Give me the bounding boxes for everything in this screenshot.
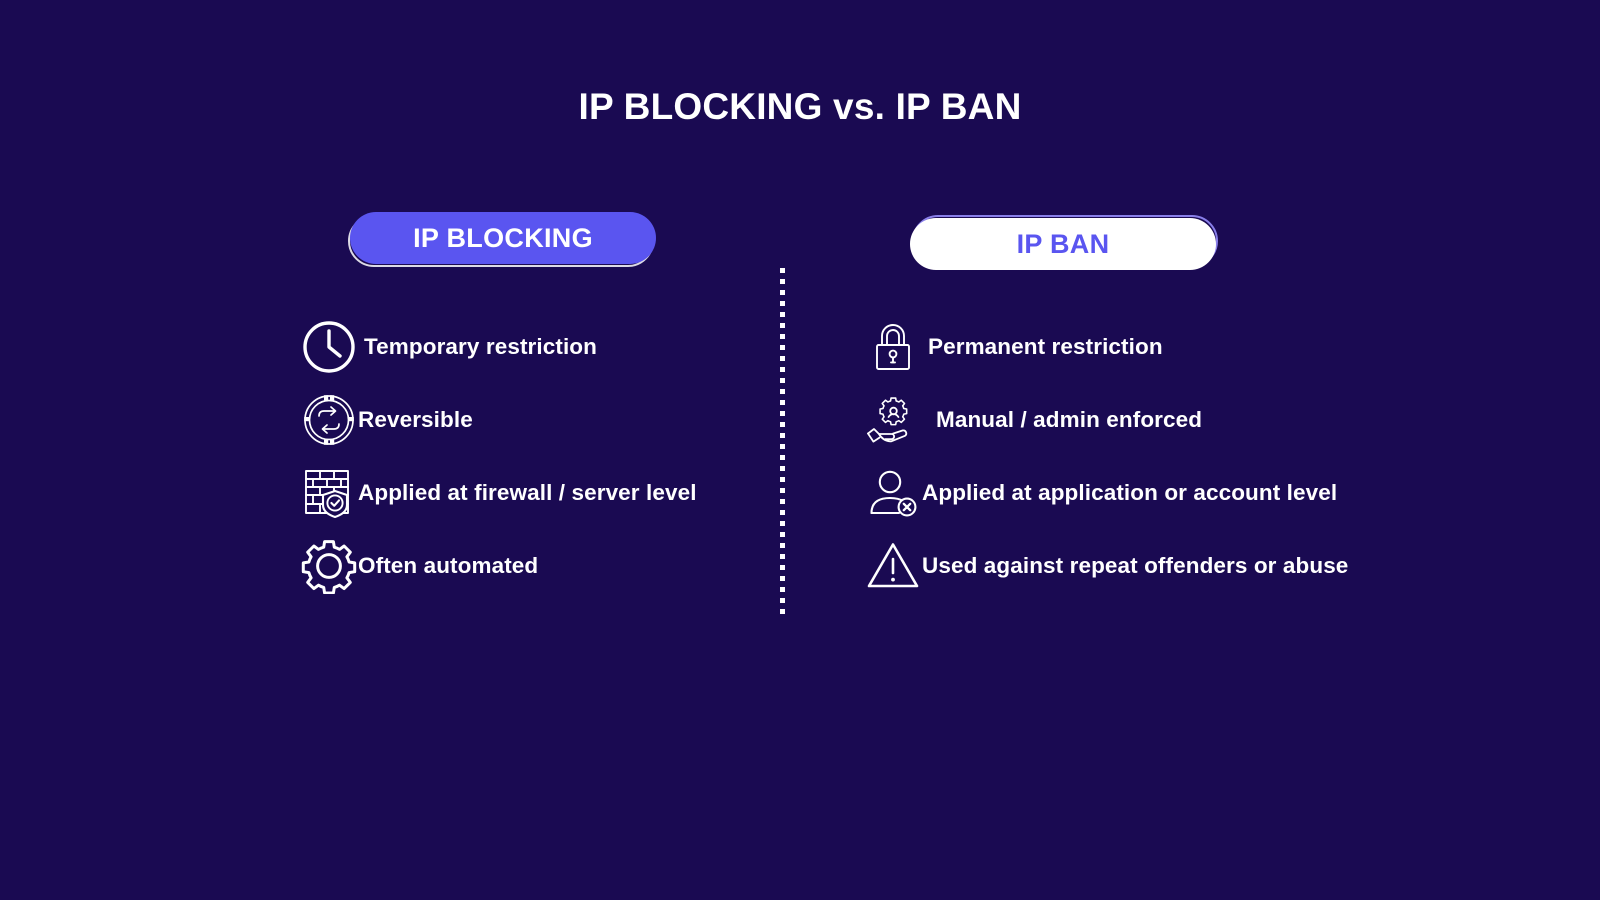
list-item-label: Used against repeat offenders or abuse [922, 552, 1349, 578]
clock-icon [300, 318, 358, 375]
ip-ban-pill-label: IP BAN [910, 218, 1216, 270]
reversible-arrows-icon [300, 391, 358, 448]
warning-triangle-icon [864, 537, 922, 594]
list-item-label: Applied at application or account level [922, 479, 1338, 505]
padlock-icon [864, 318, 922, 375]
list-item-label: Often automated [358, 552, 539, 578]
list-item: Often automated [300, 537, 770, 594]
list-item: Manual / admin enforced [864, 391, 1464, 448]
list-item: Applied at application or account level [864, 464, 1464, 521]
list-item: Permanent restriction [864, 318, 1464, 375]
ip-blocking-pill-label: IP BLOCKING [350, 212, 656, 264]
list-item-label: Temporary restriction [364, 333, 597, 359]
list-item-label: Applied at firewall / server level [358, 479, 697, 505]
firewall-shield-icon [300, 464, 358, 521]
ip-blocking-pill[interactable]: IP BLOCKING [348, 212, 656, 267]
ip-ban-pill[interactable]: IP BAN [910, 215, 1218, 270]
list-item-label: Reversible [358, 406, 473, 432]
list-item: Reversible [300, 391, 770, 448]
gear-icon [300, 537, 358, 594]
hand-gear-admin-icon [864, 391, 922, 448]
list-item: Applied at firewall / server level [300, 464, 770, 521]
ip-blocking-column: Temporary restriction [300, 318, 770, 610]
ip-ban-column: Permanent restriction Manual / admin enf… [864, 318, 1464, 610]
page-title: IP BLOCKING vs. IP BAN [578, 86, 1022, 127]
user-blocked-icon [864, 464, 922, 521]
list-item: Used against repeat offenders or abuse [864, 537, 1464, 594]
list-item-label: Permanent restriction [928, 333, 1163, 359]
list-item: Temporary restriction [300, 318, 770, 375]
column-divider [780, 268, 785, 614]
list-item-label: Manual / admin enforced [936, 406, 1203, 432]
